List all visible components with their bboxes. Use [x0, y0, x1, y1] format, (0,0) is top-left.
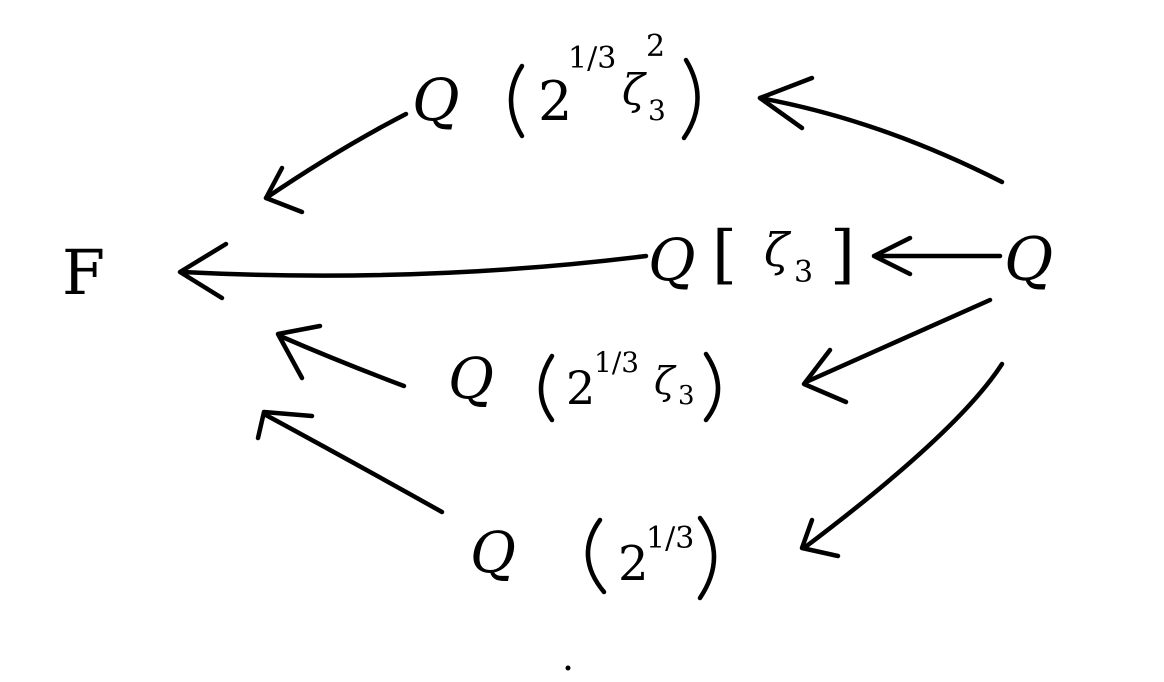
arrow-Q-to-Q-cbrt2 — [799, 361, 1005, 559]
node-F: F — [62, 236, 105, 309]
node-Q-cbrt2-exponent: 1/3 — [646, 521, 694, 556]
node-Q-cbrt2-zeta3-squared-generator: ζ — [622, 65, 647, 114]
node-Q-cbrt2-open-paren — [585, 517, 607, 595]
node-Q-zeta3: Q [ ζ 3 ] — [648, 218, 855, 294]
node-Q-zeta3-open-bracket: [ — [712, 218, 737, 292]
node-F-label: F — [62, 236, 105, 309]
node-Q-zeta3-generator: ζ — [764, 223, 792, 277]
node-Q-cbrt2-zeta3-close-paren — [703, 351, 721, 423]
node-Q-cbrt2-zeta3-exponent: 1/3 — [594, 346, 639, 379]
node-Q-cbrt2-base: 2 — [618, 536, 649, 592]
node-Q-cbrt2-zeta3-open-paren — [538, 353, 555, 423]
node-Q-cbrt2-zeta3-squared: Q 2 1/3 ζ 3 2 — [412, 29, 700, 141]
stray-dot — [565, 665, 571, 671]
node-Q-cbrt2-close-paren — [697, 515, 717, 601]
arrow-Q-zeta3-to-F — [177, 241, 649, 301]
node-Q-label: Q — [1004, 225, 1053, 295]
node-Q-zeta3-close-bracket: ] — [830, 218, 855, 292]
node-Q-cbrt2-zeta3: Q 2 1/3 ζ 3 — [448, 346, 721, 423]
node-Q-zeta3-field: Q — [648, 226, 696, 294]
arrow-Q-cbrt2-to-F — [255, 409, 445, 515]
arrow-Q-to-Q-cbrt2-zeta3-squared — [757, 75, 1005, 185]
node-Q-cbrt2-zeta3-squared-close-paren — [681, 57, 700, 141]
node-Q-cbrt2-zeta3-squared-subscript: 3 — [648, 94, 666, 127]
arrow-Q-to-Q-cbrt2-zeta3 — [801, 297, 993, 405]
node-Q-zeta3-subscript: 3 — [794, 255, 813, 290]
node-Q-cbrt2-zeta3-base: 2 — [566, 361, 595, 415]
node-Q-cbrt2-zeta3-squared-base: 2 — [538, 70, 572, 133]
node-Q-cbrt2: Q 2 1/3 — [470, 515, 717, 601]
node-Q-cbrt2-zeta3-field: Q — [448, 347, 494, 412]
node-Q-cbrt2-zeta3-squared-field: Q — [412, 66, 460, 134]
arrow-Q-to-Q-zeta3 — [871, 235, 1003, 277]
node-Q-cbrt2-zeta3-subscript: 3 — [678, 381, 695, 411]
node-Q-cbrt2-zeta3-generator: ζ — [654, 359, 677, 403]
node-Q-cbrt2-zeta3-squared-open-paren — [508, 63, 525, 139]
node-Q-cbrt2-field: Q — [470, 521, 516, 586]
node-Q-cbrt2-zeta3-squared-gen-exponent: 2 — [646, 29, 665, 64]
arrow-Q-cbrt2-zeta3-squared-to-F — [263, 111, 409, 215]
node-Q: Q — [1004, 225, 1053, 295]
node-Q-cbrt2-zeta3-squared-exponent: 1/3 — [568, 41, 616, 76]
arrow-Q-cbrt2-zeta3-to-F — [275, 323, 407, 389]
